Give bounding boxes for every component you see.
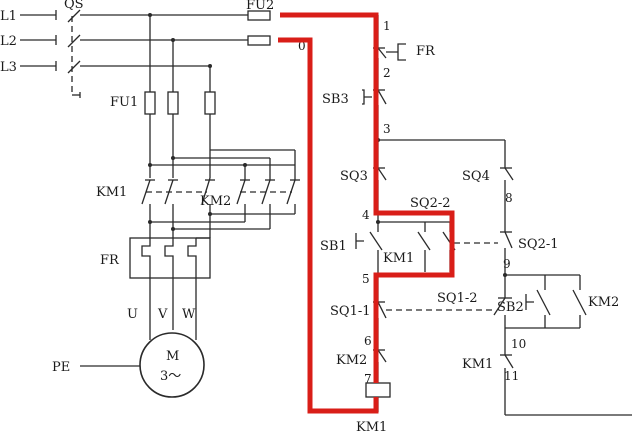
km2-aux-label: KM2 [588, 295, 619, 310]
fu1-fuse-3 [204, 91, 216, 115]
label-l3: L3 [0, 60, 17, 75]
motor-leads: U V W [127, 278, 197, 340]
motor-label-m: M [166, 349, 179, 364]
fu1-fuse-1 [144, 91, 156, 115]
node-1-label: 1 [383, 19, 391, 33]
node-6-label: 6 [364, 334, 372, 348]
sq4-label: SQ4 [462, 169, 490, 184]
fu2-fuse-bottom [247, 35, 271, 46]
km1-aux-label: KM1 [383, 251, 414, 266]
label-pe: PE [52, 360, 70, 375]
node-4-label: 4 [362, 208, 370, 222]
node-0-label: 0 [298, 39, 306, 53]
node-11-label: 11 [504, 369, 519, 383]
node-9-label: 9 [503, 257, 511, 271]
label-u: U [127, 307, 138, 322]
sq1-1-label: SQ1-1 [330, 304, 371, 319]
node-10-label: 10 [511, 337, 526, 351]
label-fr-main: FR [100, 253, 120, 268]
motor: M 3～ PE [52, 332, 205, 398]
sq2-1-label: SQ2-1 [518, 237, 559, 252]
label-l2: L2 [0, 34, 17, 49]
label-fu1: FU1 [110, 95, 138, 110]
sq1-2-label: SQ1-2 [437, 291, 478, 306]
supply-lines: L1 L2 L3 QS [0, 0, 248, 98]
node-5-label: 5 [362, 272, 370, 286]
motor-label-type: 3～ [160, 369, 181, 384]
label-km2-main: KM2 [200, 194, 231, 209]
fu1-fuse-2 [167, 91, 179, 115]
sb2-label: SB2 [497, 300, 524, 315]
current-path-live [280, 12, 455, 383]
sb3-label: SB3 [322, 92, 349, 107]
km1-coil [365, 382, 391, 398]
label-v: V [157, 307, 168, 322]
fr-relay-box [129, 237, 211, 279]
sq2-2-label: SQ2-2 [410, 196, 451, 211]
highlighted-current-path [278, 12, 455, 414]
km1-interlock-label: KM1 [462, 357, 493, 372]
label-l1: L1 [0, 9, 17, 24]
main-contactors: KM1 KM2 [96, 149, 300, 238]
node-2-label: 2 [383, 66, 391, 80]
fr-contact-label: FR [416, 44, 436, 59]
label-fu2: FU2 [246, 0, 274, 13]
sb1-label: SB1 [320, 239, 347, 254]
current-path-return [278, 37, 379, 414]
km2-interlock-label: KM2 [336, 353, 367, 368]
label-km1-main: KM1 [96, 185, 127, 200]
control-circuit: 0 1 2 3 4 5 6 7 8 9 10 11 FR SB3 SQ3 SQ4 [298, 15, 632, 435]
label-w: W [182, 307, 196, 322]
motor-symbol [139, 332, 205, 398]
fr-thermal-relay: FR [100, 237, 211, 279]
fu2-fuse-top [247, 10, 271, 21]
fu1-fuses: FU1 [110, 91, 216, 178]
fu2-fuses: FU2 [246, 0, 274, 46]
node-7-label: 7 [364, 372, 372, 386]
sq3-label: SQ3 [340, 169, 368, 184]
km1-coil-label: KM1 [356, 420, 387, 435]
node-3-label: 3 [383, 122, 391, 136]
node-8-label: 8 [505, 191, 513, 205]
label-qs: QS [64, 0, 84, 12]
